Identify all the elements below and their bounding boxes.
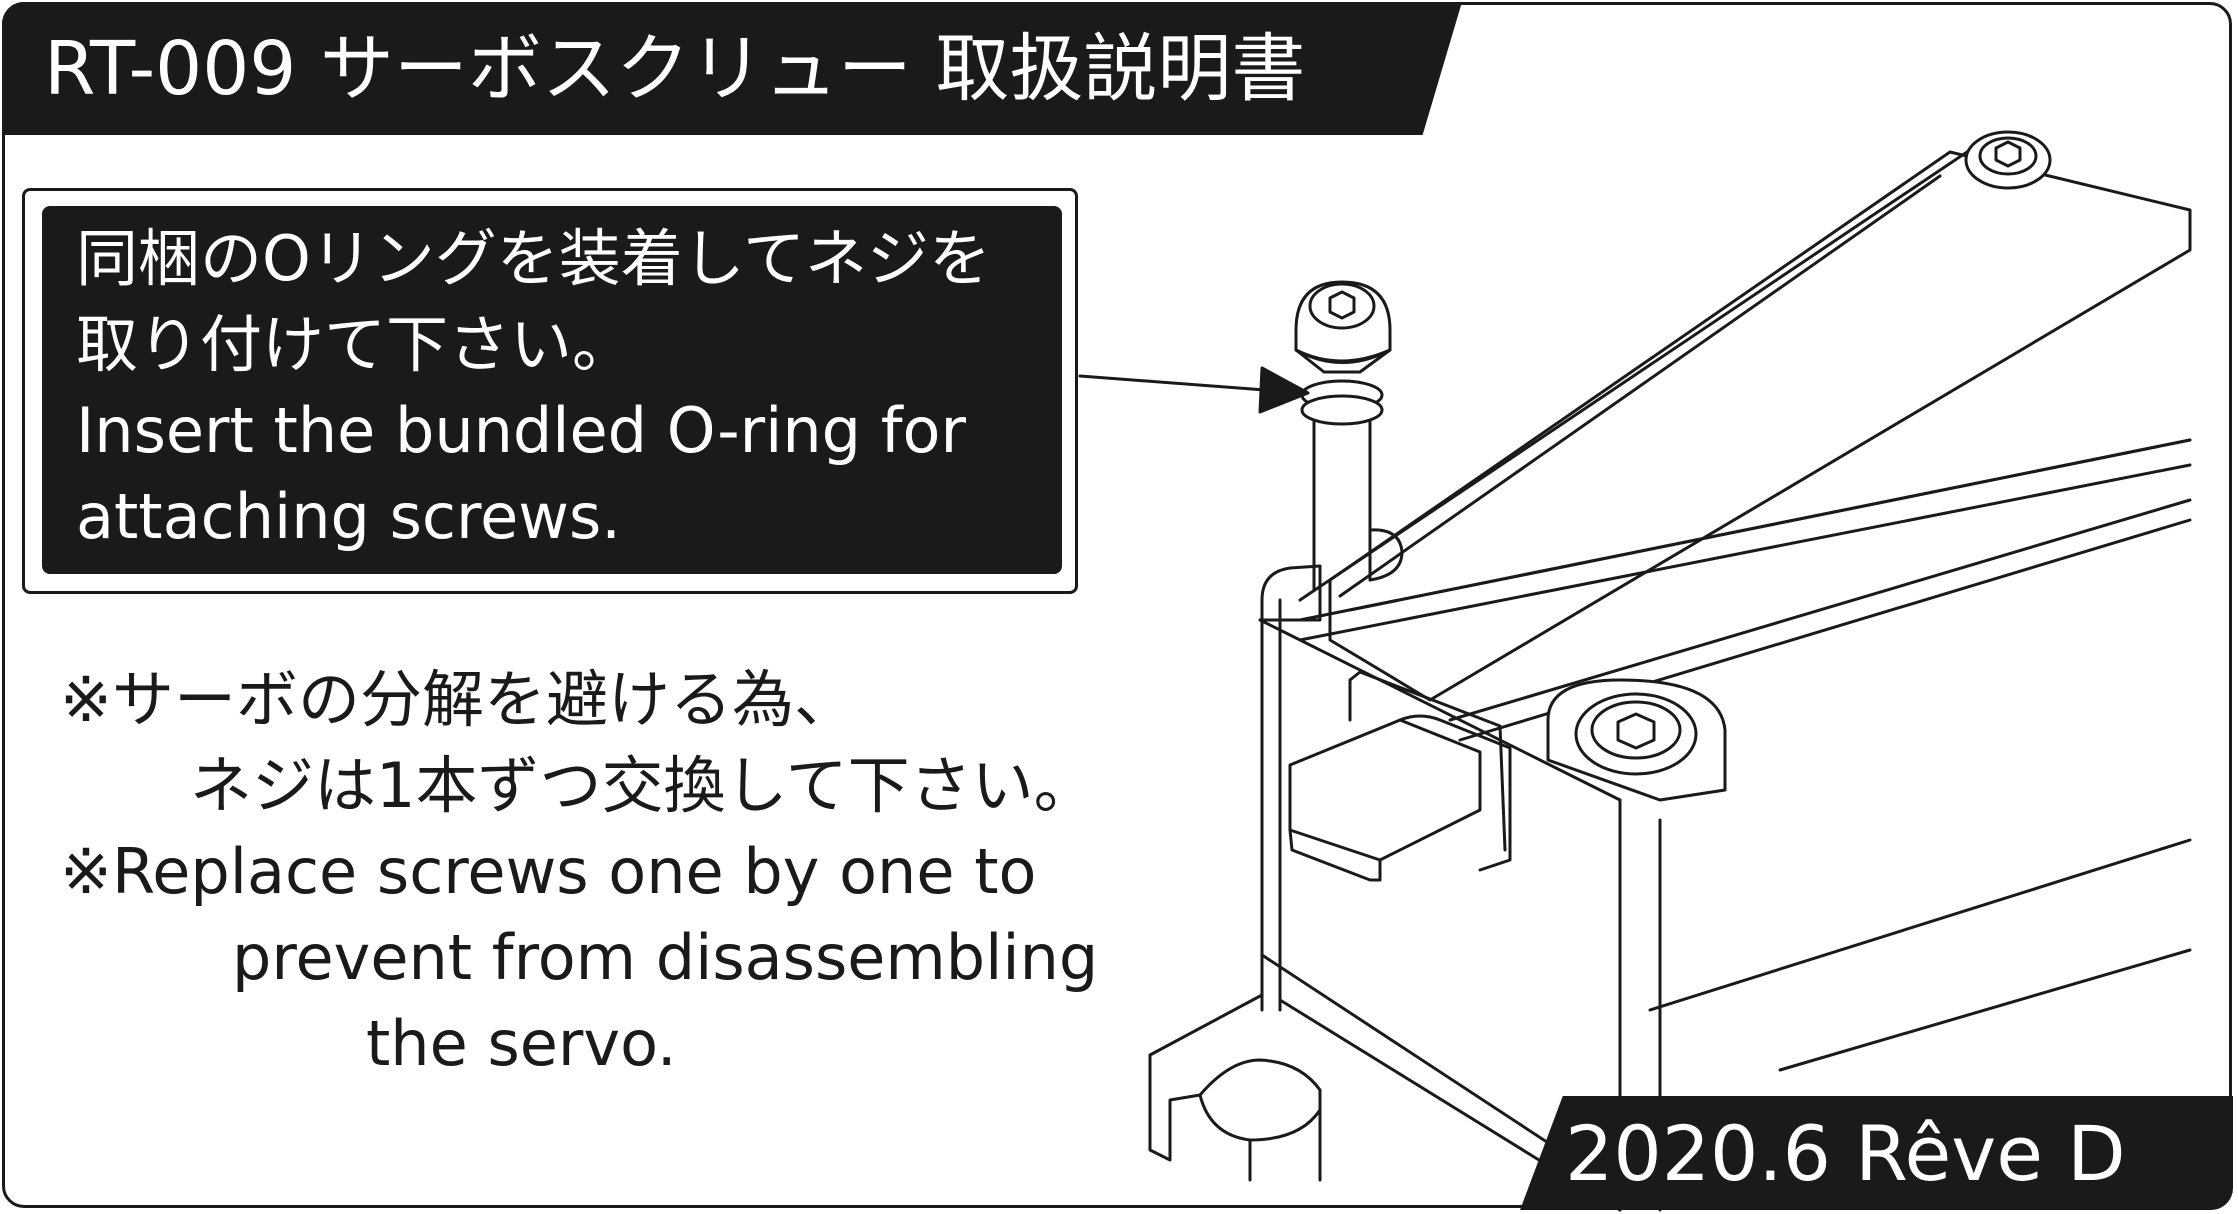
note-line-2: ネジは1本ずつ交換して下さい。 xyxy=(190,749,1096,822)
servo-top-plate-edge xyxy=(1298,148,1972,602)
date-brand-label: 2020.6 Rêve D xyxy=(1565,1109,2126,1198)
servo-case-edge xyxy=(1258,618,1622,802)
note-line-5: the servo. xyxy=(366,1007,677,1080)
callout-box xyxy=(42,206,1062,574)
socket-screw-top xyxy=(1964,130,2052,190)
callout-line-4: attaching screws. xyxy=(76,480,621,553)
footer-banner xyxy=(1520,1096,2233,1210)
callout-line-1: 同梱のOリングを装着してネジを xyxy=(76,222,991,295)
leader-arrowhead xyxy=(1258,366,1310,414)
servo-case-edge xyxy=(1298,463,2192,642)
servo-connector-face xyxy=(1288,714,1512,882)
servo-case-edge xyxy=(1448,498,2192,722)
callout-line-3: Insert the bundled O-ring for xyxy=(76,394,966,467)
servo-top-plate xyxy=(1328,150,2192,702)
note-line-3: ※Replace screws one by one to xyxy=(60,835,1037,908)
leader-line xyxy=(1078,374,1267,392)
servo-case-edge xyxy=(1298,438,2192,622)
page-title: RT-009 サーボスクリュー 取扱説明書 xyxy=(44,26,1306,112)
title-banner xyxy=(2,2,1462,135)
servo-case-edge xyxy=(1648,838,2192,1012)
servo-top-plate-edge xyxy=(1338,174,1942,598)
note-line-1: ※サーボの分解を避ける為、 xyxy=(60,663,856,736)
servo-connector-step xyxy=(1348,670,1507,852)
socket-screw-front xyxy=(1546,678,1727,802)
screw-hole xyxy=(1368,528,1404,582)
callout-line-2: 取り付けて下さい。 xyxy=(76,308,635,381)
note-line-4: prevent from disassembling xyxy=(232,921,1099,994)
servo-case-edge xyxy=(1778,948,2192,1072)
